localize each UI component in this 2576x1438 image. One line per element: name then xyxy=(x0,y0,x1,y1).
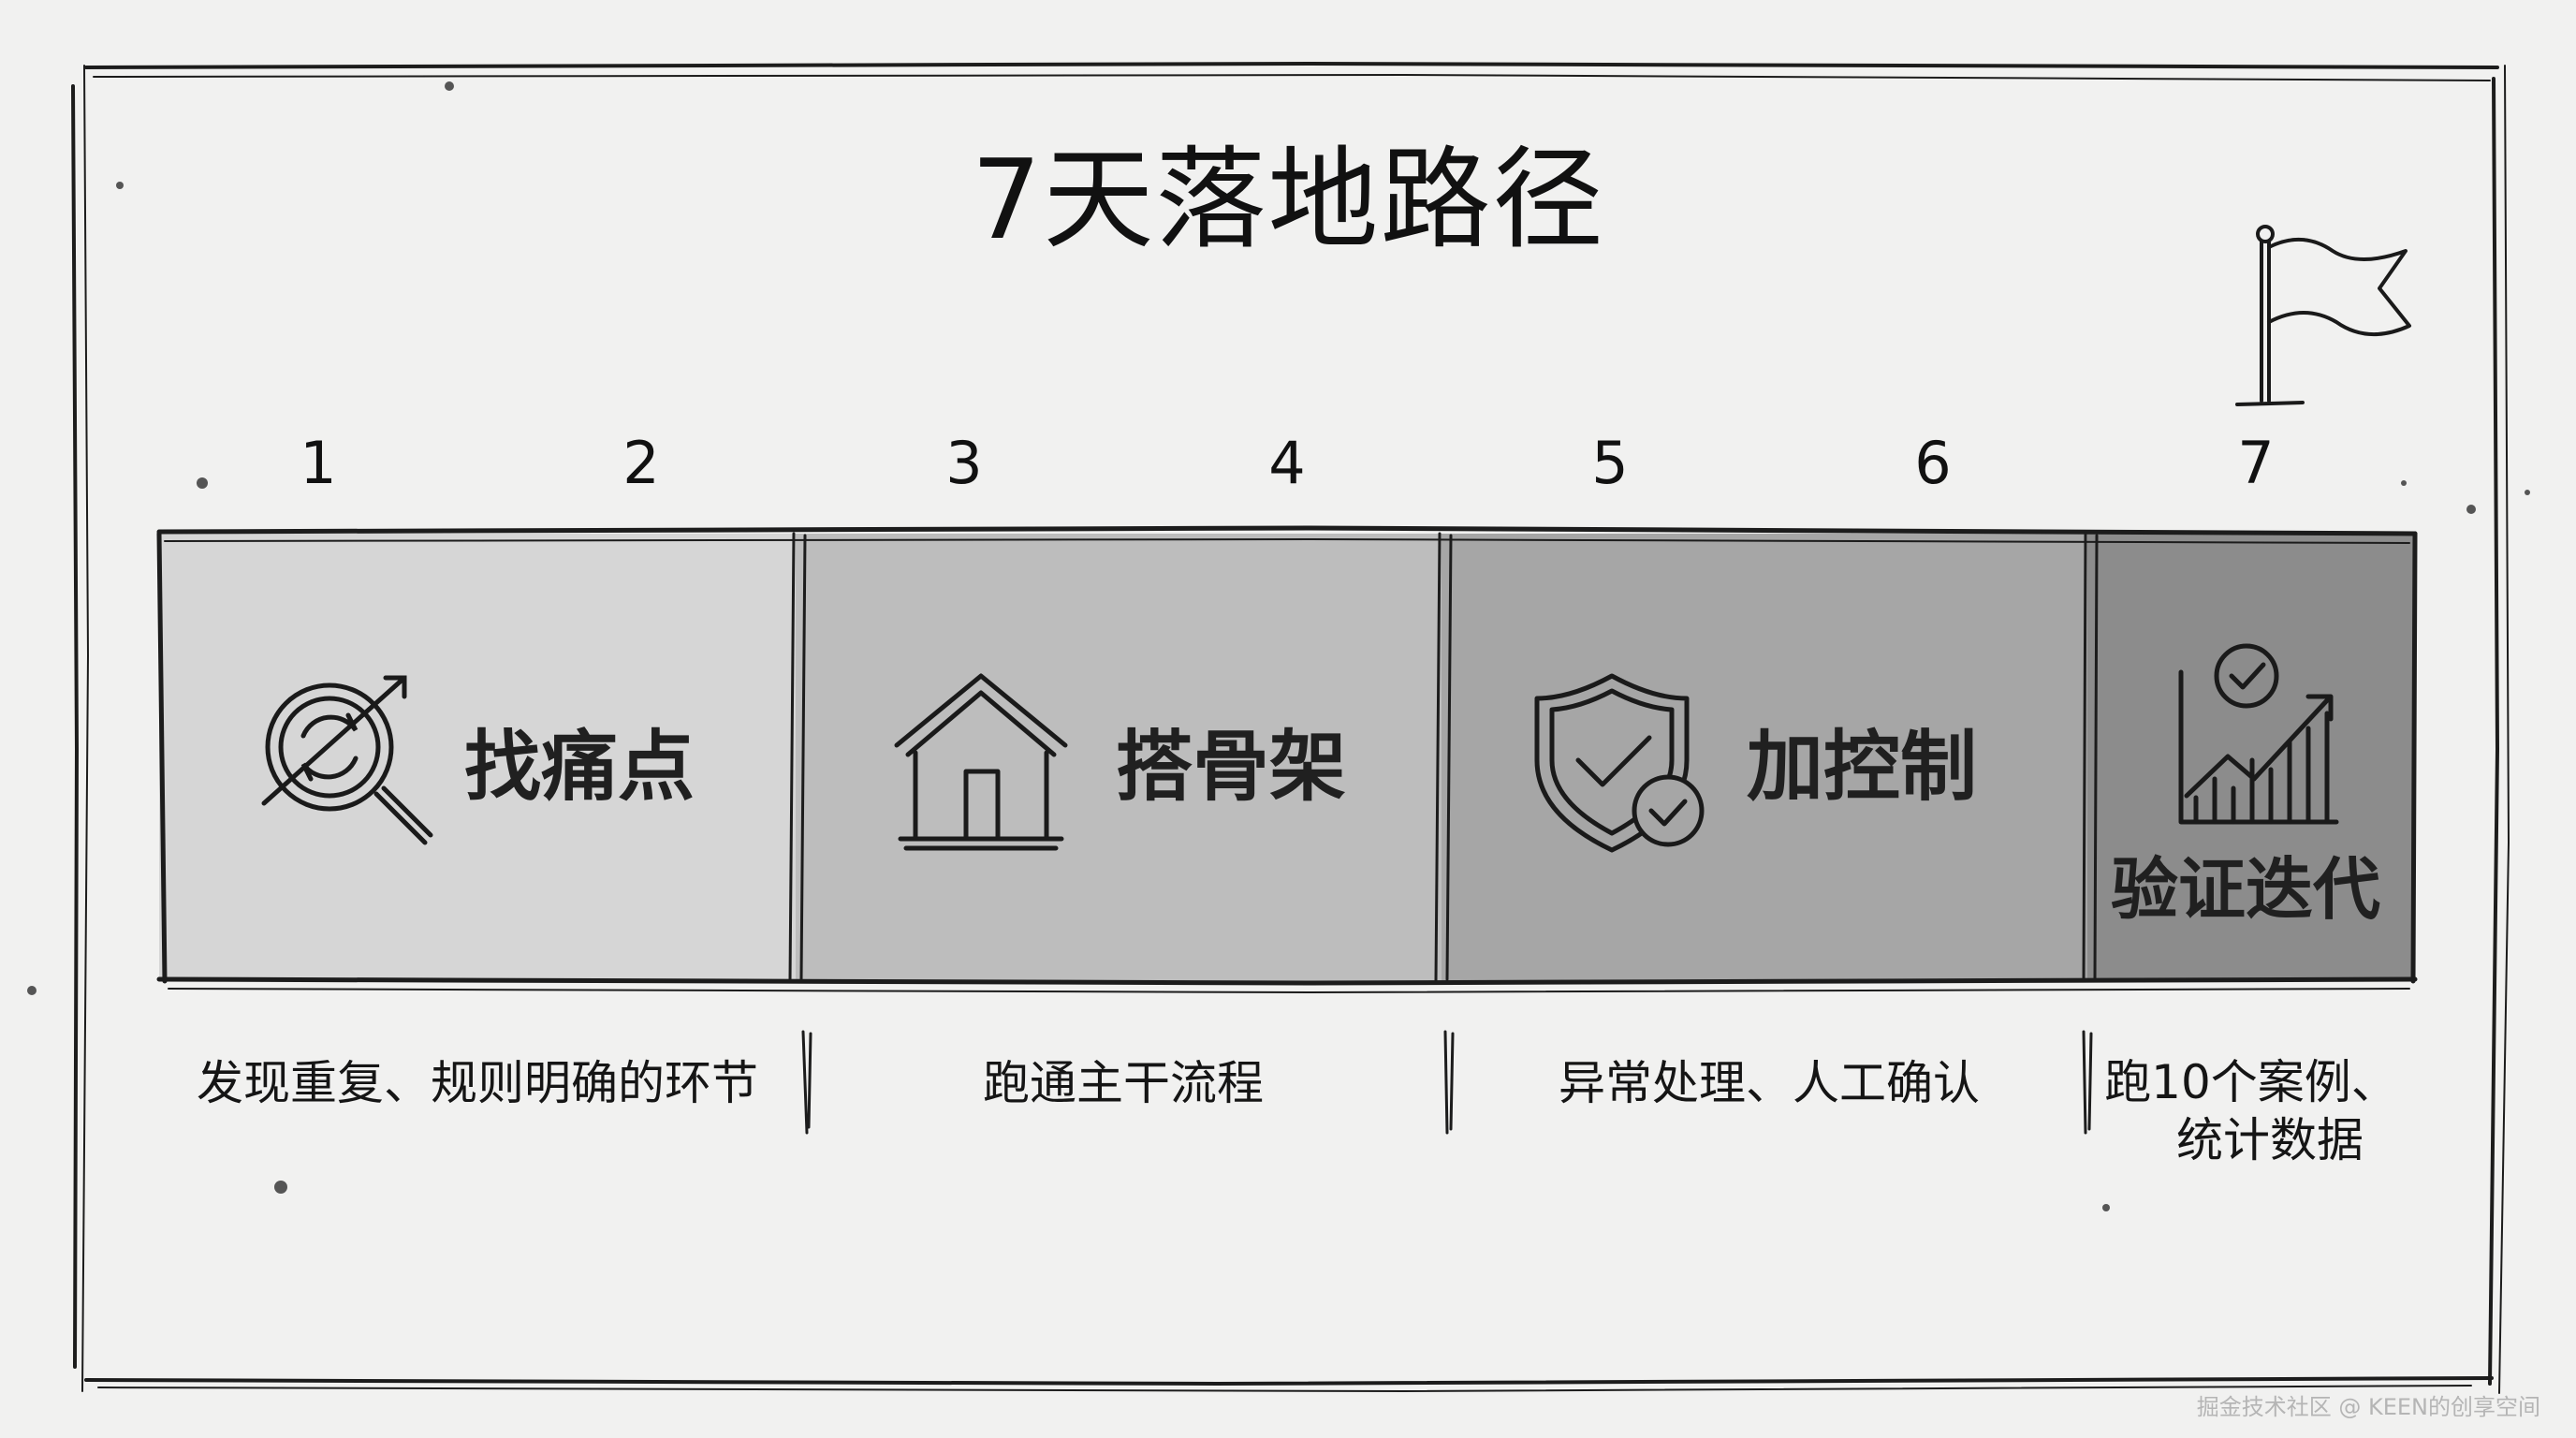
phase-3-block xyxy=(1442,534,2087,981)
phase-1-block xyxy=(159,534,796,981)
day-6: 6 xyxy=(1914,429,1952,497)
phase-1-description: 发现重复、规则明确的环节 xyxy=(197,1056,758,1110)
phase-4-label: 验证迭代 xyxy=(2111,850,2381,929)
day-1: 1 xyxy=(300,429,337,497)
phase-2-block xyxy=(796,534,1442,981)
flag-icon xyxy=(2235,225,2411,406)
day-3: 3 xyxy=(945,429,983,497)
phase-4-description-line-2: 统计数据 xyxy=(2176,1113,2364,1167)
phase-1-label: 找痛点 xyxy=(464,723,695,812)
house-icon xyxy=(894,673,1068,851)
phase-2-label: 搭骨架 xyxy=(1116,723,1347,812)
chart-growth-icon xyxy=(2178,643,2339,825)
phase-4-description-line-1: 跑10个案例、 xyxy=(2104,1055,2398,1109)
day-4: 4 xyxy=(1268,429,1306,497)
phase-4-description: 跑10个案例、 统计数据 xyxy=(2097,1053,2406,1169)
day-7: 7 xyxy=(2237,429,2275,497)
shield-check-icon xyxy=(1534,673,1705,853)
phase-3-description: 异常处理、人工确认 xyxy=(1559,1056,1980,1110)
search-refresh-icon xyxy=(261,675,433,845)
phase-4-block xyxy=(2087,534,2415,981)
day-5: 5 xyxy=(1591,429,1629,497)
day-2: 2 xyxy=(622,429,660,497)
page-title: 7天落地路径 xyxy=(971,135,1605,264)
watermark: 掘金技术社区 @ KEEN的创享空间 xyxy=(2196,1394,2540,1420)
phase-3-label: 加控制 xyxy=(1747,723,1978,812)
phase-2-description: 跑通主干流程 xyxy=(983,1056,1264,1110)
